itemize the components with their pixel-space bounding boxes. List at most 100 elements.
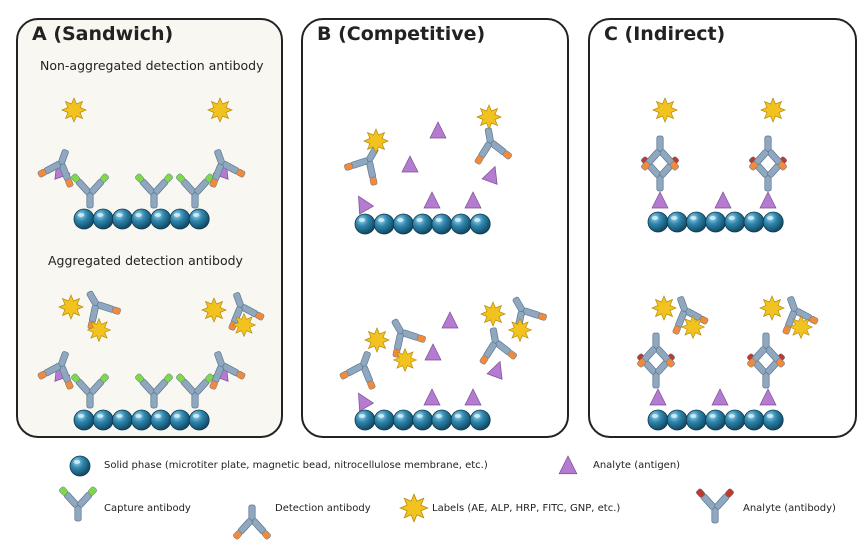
label-star (364, 327, 390, 353)
antigen-triangle (464, 191, 482, 209)
bead (188, 208, 210, 230)
bead (150, 208, 172, 230)
panel-title: C (Indirect) (604, 23, 726, 45)
label-star (760, 97, 786, 123)
antigen-triangle (358, 392, 375, 412)
capture-antibody (176, 173, 214, 209)
legend-capture-antibody: Capture antibody (104, 503, 191, 514)
bead (169, 409, 191, 431)
bead (373, 409, 395, 431)
bead (73, 208, 95, 230)
label-star (680, 314, 706, 340)
antigen-triangle (714, 191, 732, 209)
bead (431, 409, 453, 431)
bead (450, 409, 472, 431)
detection-antibody (747, 332, 785, 368)
label-star (652, 97, 678, 123)
antigen-triangle (651, 191, 669, 209)
bead (762, 211, 784, 233)
panel-title: A (Sandwich) (32, 23, 174, 45)
detection-antibody (641, 135, 679, 171)
antigen-triangle (558, 455, 578, 475)
antigen-triangle (429, 121, 447, 139)
bead (743, 211, 765, 233)
antigen-triangle (358, 195, 375, 215)
bead (92, 208, 114, 230)
bead (373, 213, 395, 235)
label-star (86, 317, 112, 343)
capture-antibody (71, 373, 109, 409)
panel-title: B (Competitive) (317, 23, 486, 45)
antigen-triangle (423, 388, 441, 406)
legend-detection-antibody: Detection antibody (275, 503, 371, 514)
antigen-triangle (423, 191, 441, 209)
label-star (231, 312, 257, 338)
bead (131, 409, 153, 431)
label-star (58, 294, 84, 320)
bead (705, 409, 726, 431)
detection-antibody (233, 504, 271, 540)
label-star (61, 97, 87, 123)
bead (469, 409, 491, 431)
bead (724, 211, 746, 233)
antigen-triangle (759, 388, 777, 406)
detection-antibody (37, 351, 74, 390)
label-star (399, 493, 429, 523)
bead (686, 211, 707, 233)
analyte-antibody (696, 488, 734, 524)
bead (188, 409, 210, 431)
capture-antibody (135, 173, 173, 209)
bead (412, 213, 434, 235)
panel-competitive: B (Competitive) (301, 18, 569, 438)
antigen-triangle (759, 191, 777, 209)
bead (666, 211, 688, 233)
legend-analyte-antigen: Analyte (antigen) (593, 460, 681, 471)
legend-solid-phase: Solid phase (microtiter plate, magnetic … (104, 460, 488, 471)
detection-antibody (749, 135, 787, 171)
bead (112, 409, 133, 431)
antigen-triangle (486, 360, 503, 380)
detection-antibody (672, 296, 709, 335)
bead (705, 211, 726, 233)
antigen-triangle (711, 388, 729, 406)
label-star (392, 347, 418, 373)
detection-antibody (209, 351, 246, 390)
antigen-triangle (401, 155, 419, 173)
bead (92, 409, 114, 431)
bead (666, 409, 688, 431)
bead (450, 213, 472, 235)
antigen-triangle (649, 388, 667, 406)
capture-antibody (71, 173, 109, 209)
detection-antibody (391, 318, 426, 358)
detection-antibody (637, 332, 675, 368)
bead (354, 213, 376, 235)
detection-antibody (228, 292, 265, 331)
bead (392, 409, 414, 431)
bead (743, 409, 765, 431)
label-star (507, 317, 533, 343)
label-non-aggregated: Non-aggregated detection antibody (40, 58, 264, 73)
bead (354, 409, 376, 431)
bead (112, 208, 133, 230)
antigen-triangle (441, 311, 459, 329)
bead (169, 208, 191, 230)
bead (431, 213, 453, 235)
bead (392, 213, 414, 235)
bead (647, 211, 669, 233)
label-star (207, 97, 233, 123)
antigen-triangle (481, 165, 498, 185)
bead (150, 409, 172, 431)
label-star (476, 104, 502, 130)
label-aggregated: Aggregated detection antibody (48, 253, 243, 268)
detection-antibody (474, 127, 512, 165)
bead (469, 213, 491, 235)
bead (412, 409, 434, 431)
bead (647, 409, 669, 431)
detection-antibody (209, 149, 246, 188)
antigen-triangle (424, 343, 442, 361)
bead (69, 455, 91, 477)
detection-antibody (37, 149, 74, 188)
detection-antibody (344, 146, 379, 186)
bead (131, 208, 153, 230)
